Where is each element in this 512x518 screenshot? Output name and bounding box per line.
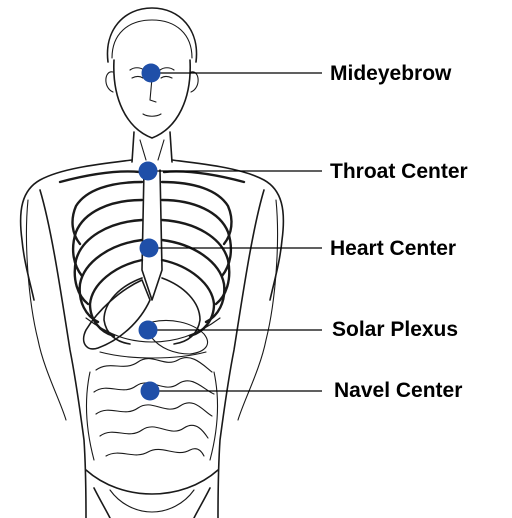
point-heart-center: Heart Center <box>140 237 457 260</box>
throat-center-point <box>139 162 158 181</box>
point-mideyebrow: Mideyebrow <box>142 62 453 85</box>
mideyebrow-label: Mideyebrow <box>330 62 452 85</box>
point-navel-center: Navel Center <box>141 379 463 402</box>
body-illustration <box>21 8 284 518</box>
hair-outline <box>107 8 196 62</box>
navel-center-point <box>141 382 160 401</box>
left-torso-outline <box>40 190 86 518</box>
solar-plexus-point <box>139 321 158 340</box>
solar-plexus-label: Solar Plexus <box>332 318 458 341</box>
point-solar-plexus: Solar Plexus <box>139 318 459 341</box>
point-throat-center: Throat Center <box>139 160 468 183</box>
heart-center-point <box>140 239 159 258</box>
mideyebrow-point <box>142 64 161 83</box>
navel-center-label: Navel Center <box>334 379 462 402</box>
right-torso-outline <box>218 190 264 518</box>
heart-center-label: Heart Center <box>330 237 456 260</box>
throat-center-label: Throat Center <box>330 160 468 183</box>
